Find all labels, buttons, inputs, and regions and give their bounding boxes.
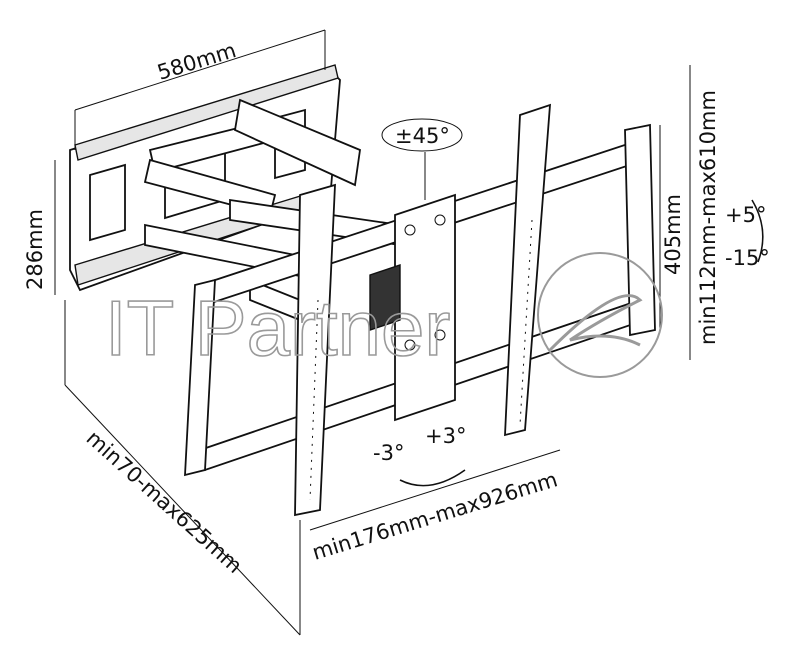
- label-wall-plate-width: 580mm: [154, 38, 238, 85]
- label-vertical-range: min112mm-max610mm: [696, 90, 720, 345]
- swivel-plate: [369, 193, 456, 422]
- label-wall-plate-height: 286mm: [23, 209, 47, 290]
- svg-text:IT Partner: IT Partner: [105, 284, 450, 372]
- label-tilt-up: +5°: [725, 203, 766, 227]
- label-tilt-down: -15°: [725, 246, 770, 270]
- label-level-plus: +3°: [425, 424, 466, 448]
- label-horizontal-range: min176mm-max926mm: [309, 467, 560, 564]
- label-bracket-spacing: 405mm: [661, 194, 685, 275]
- label-level-minus: -3°: [373, 441, 404, 465]
- label-swivel: ±45°: [395, 124, 450, 148]
- vertical-brackets: [294, 103, 552, 517]
- watermark: IT Partner: [104, 252, 663, 378]
